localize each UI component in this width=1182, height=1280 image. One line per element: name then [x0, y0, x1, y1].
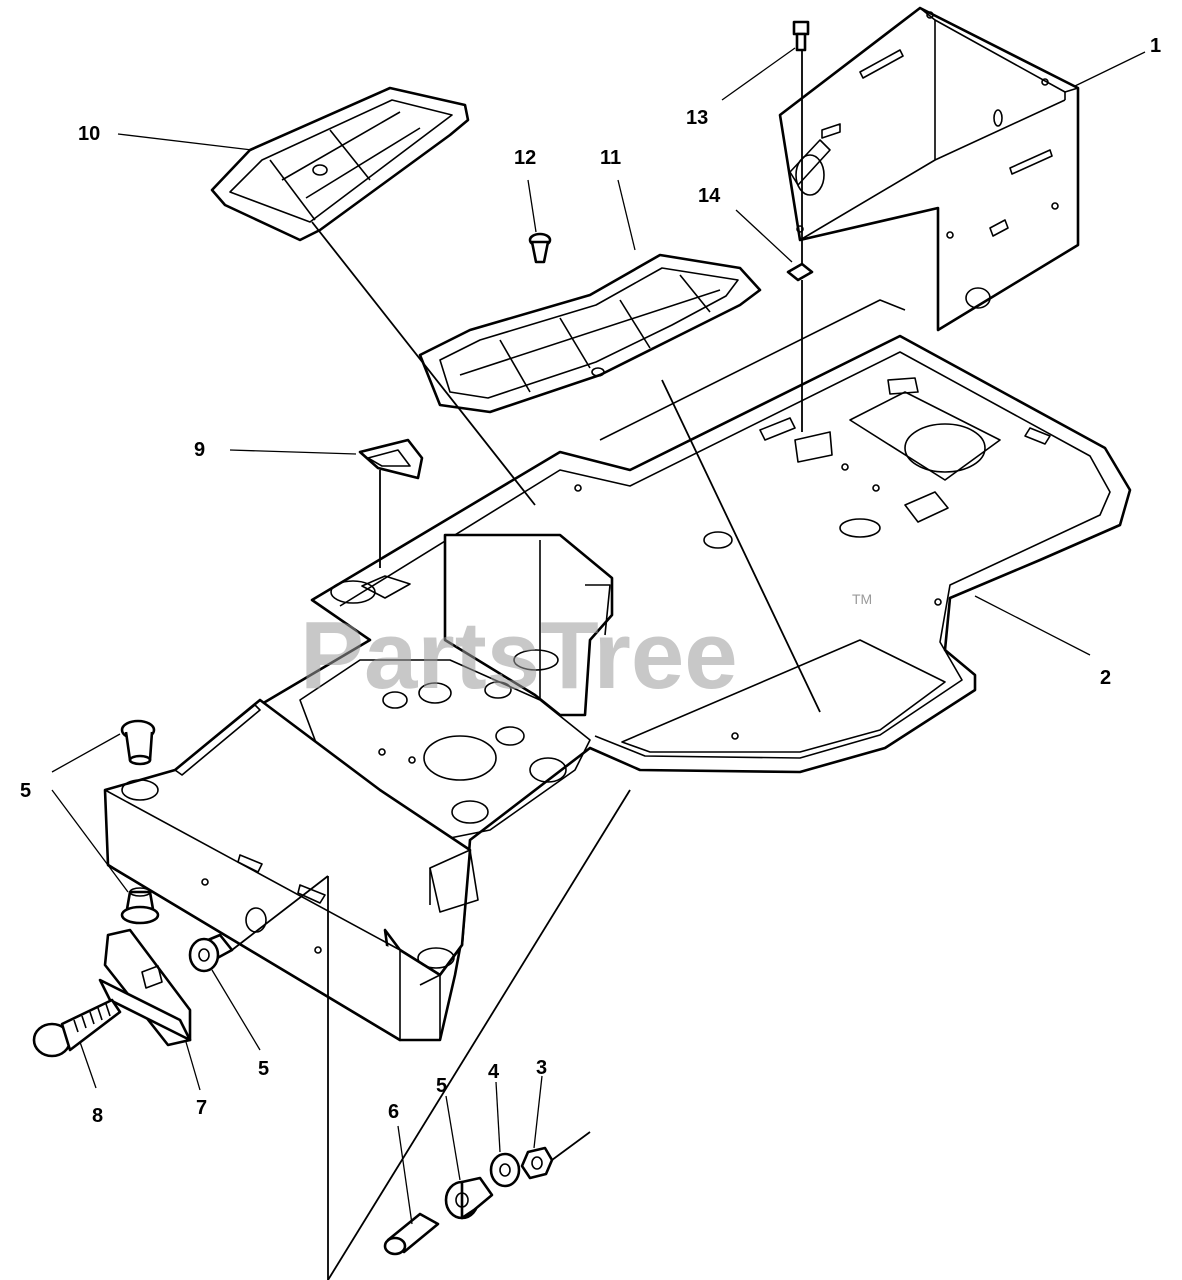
callout-14: 14 — [698, 185, 721, 207]
callout-3: 3 — [536, 1057, 547, 1079]
part-square-nut — [786, 262, 814, 282]
callout-9: 9 — [194, 439, 205, 461]
part-box — [778, 6, 1080, 332]
part-foot-pad-small — [210, 86, 470, 242]
callout-11: 11 — [600, 147, 621, 169]
callout-4: 4 — [488, 1061, 500, 1083]
watermark-trademark: TM — [852, 591, 872, 607]
part-carriage-bolt — [32, 998, 122, 1058]
callout-leaders — [51, 47, 1146, 1225]
part-foot-pad-large — [418, 253, 762, 414]
part-clip — [358, 438, 424, 480]
part-frame — [103, 299, 1132, 1042]
part-bushing-bottom — [120, 887, 160, 925]
part-push-pin — [528, 232, 552, 264]
part-bolt — [792, 20, 810, 52]
callout-5-mid: 5 — [258, 1058, 269, 1080]
part-washer — [489, 1152, 521, 1188]
part-bushing-lower — [444, 1176, 494, 1220]
callout-1: 1 — [1150, 35, 1161, 57]
part-nut — [520, 1146, 554, 1180]
callout-7: 7 — [196, 1097, 207, 1119]
callout-2: 2 — [1100, 667, 1111, 689]
watermark-text: PartsTree — [300, 602, 738, 709]
callout-13: 13 — [686, 107, 708, 129]
callout-5-left: 5 — [20, 780, 31, 802]
callout-8: 8 — [92, 1105, 103, 1127]
part-spacer — [383, 1212, 440, 1256]
callout-6: 6 — [388, 1101, 399, 1123]
callout-12: 12 — [514, 147, 536, 169]
part-bushing-mid — [188, 933, 234, 973]
callout-10: 10 — [78, 123, 100, 145]
callout-5-lower: 5 — [436, 1075, 447, 1097]
assembly-lines — [231, 50, 821, 1280]
part-plate — [98, 928, 192, 1047]
part-bushing-top — [120, 719, 156, 766]
